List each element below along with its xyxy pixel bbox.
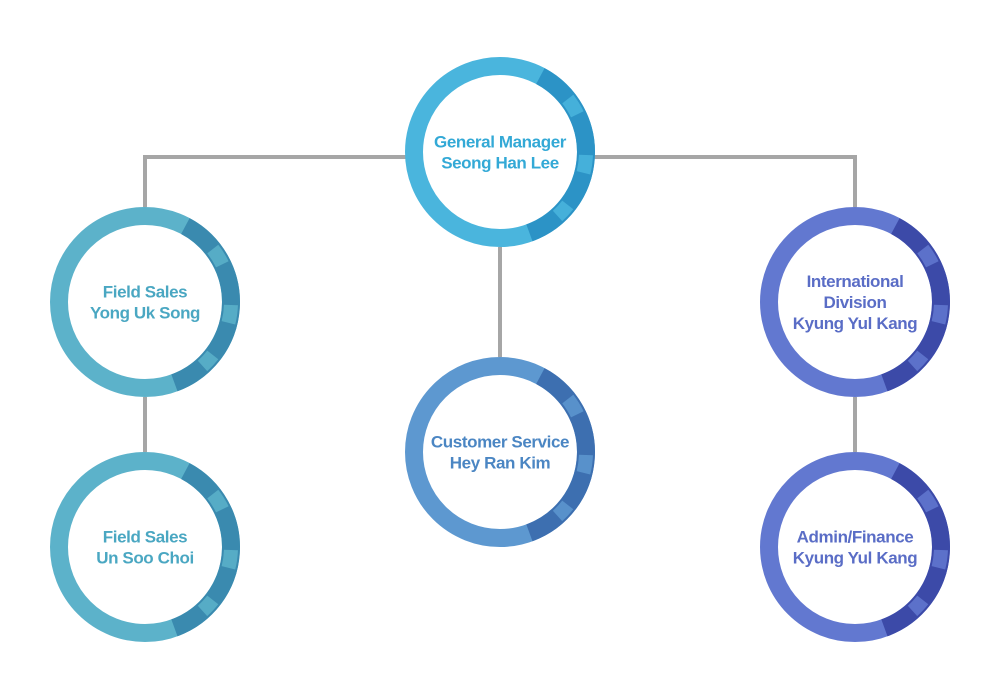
node-ring-facet <box>907 595 929 617</box>
node-label-line: Customer Service <box>431 433 569 452</box>
node-ring-facet <box>207 489 229 513</box>
node-ring-facet <box>917 489 939 513</box>
node-ring-facet <box>221 549 238 570</box>
node-ring-facet <box>931 304 948 325</box>
connector-gm-to-international <box>593 155 857 207</box>
node-label-line: Field Sales <box>103 283 187 302</box>
node-label-line: Field Sales <box>103 528 187 547</box>
node-label-line: Kyung Yul Kang <box>793 549 917 568</box>
node-ring-facet <box>576 454 593 475</box>
node-label-line: Kyung Yul Kang <box>793 314 917 333</box>
node-label-line: Admin/Finance <box>797 528 914 547</box>
node-ring-facet <box>552 200 574 222</box>
node-label-line: Division <box>824 293 887 312</box>
node-label-line: General Manager <box>434 133 567 152</box>
node-ring-facet <box>207 244 229 268</box>
node-field-sales-un-soo-choi: Field Sales Un Soo Choi <box>50 452 240 642</box>
node-label-line: Un Soo Choi <box>96 549 194 568</box>
node-ring-facet <box>562 394 584 418</box>
node-ring-facet <box>197 350 219 372</box>
node-label-line: International <box>807 272 904 291</box>
node-ring-facet <box>552 500 574 522</box>
node-label-line: Hey Ran Kim <box>450 454 551 473</box>
node-ring-facet <box>931 549 948 570</box>
connectors <box>143 155 857 452</box>
node-label-line: Seong Han Lee <box>441 154 559 173</box>
connector-gm-to-field-sales <box>143 155 407 207</box>
node-ring-facet <box>917 244 939 268</box>
node-ring-facet <box>221 304 238 325</box>
node-ring-facet <box>576 154 593 175</box>
node-label-line: Yong Uk Song <box>90 304 200 323</box>
node-ring-facet <box>197 595 219 617</box>
node-ring-facet <box>562 94 584 118</box>
node-ring-facet <box>907 350 929 372</box>
